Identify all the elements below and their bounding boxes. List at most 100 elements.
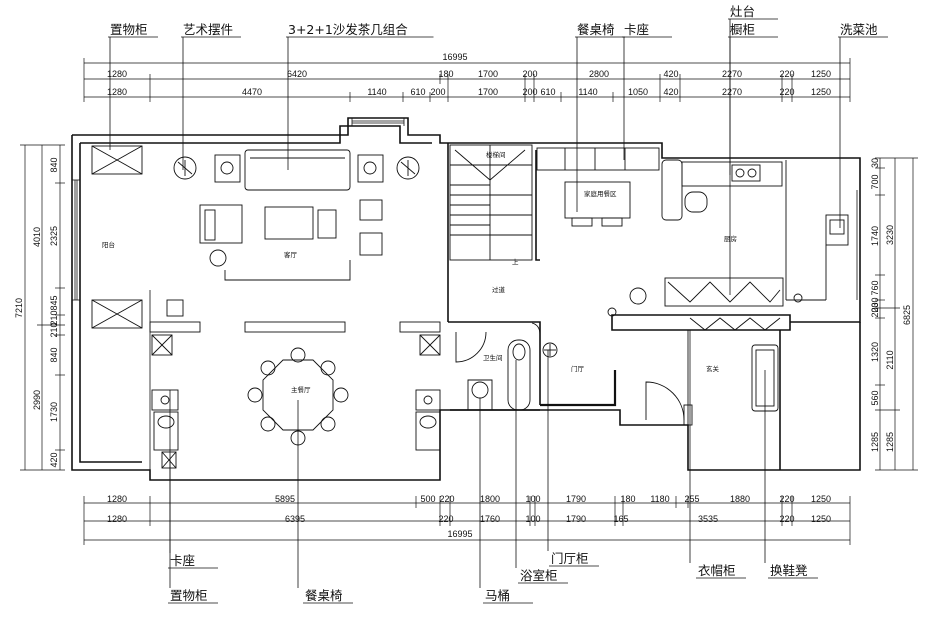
- dim-value: 2270: [722, 87, 742, 97]
- label-coat-cabinet: 衣帽柜: [698, 563, 736, 578]
- furniture: [91, 144, 849, 469]
- dim-value: 30: [870, 158, 880, 168]
- dim-value: 1050: [628, 87, 648, 97]
- dim-value: 840: [49, 157, 59, 172]
- dim-value: 220: [779, 87, 794, 97]
- dim-value: 220: [438, 514, 453, 524]
- label-foyer-cabinet: 门厅柜: [551, 551, 589, 566]
- dim-value: 2990: [32, 390, 42, 410]
- room-living: 客厅: [284, 250, 298, 259]
- dim-value: 4010: [32, 227, 42, 247]
- dim-total-top: 16995: [442, 52, 467, 62]
- dim-value: 100: [525, 514, 540, 524]
- dim-value: 1140: [367, 87, 386, 97]
- label-booth-seat-top: 卡座: [624, 22, 649, 37]
- windows: [72, 118, 861, 470]
- dim-value: 610: [410, 87, 425, 97]
- label-sofa-set: 3+2+1沙发茶几组合: [288, 22, 408, 37]
- dim-left-total: 7210: [14, 298, 24, 318]
- dim-value: 1280: [107, 69, 127, 79]
- dim-value: 1250: [811, 87, 831, 97]
- room-kitchen: 厨房: [724, 234, 737, 243]
- dim-value: 2270: [722, 69, 742, 79]
- dim-value: 560: [870, 390, 880, 405]
- label-sink: 洗菜池: [840, 22, 878, 37]
- dim-value: 1280: [107, 87, 127, 97]
- dim-value: 2110: [885, 350, 895, 369]
- label-storage-cabinet-top: 置物柜: [110, 22, 148, 37]
- label-cupboard: 橱柜: [730, 22, 755, 37]
- dim-value: 1140: [578, 87, 597, 97]
- dim-value: 6395: [285, 514, 305, 524]
- label-storage-cabinet-bottom: 置物柜: [170, 588, 208, 603]
- dim-value: 1800: [480, 494, 500, 504]
- side-dimensions: [20, 144, 918, 471]
- label-dining-chair-top: 餐桌椅: [577, 22, 615, 37]
- dim-value: 420: [49, 452, 59, 467]
- room-balcony: 阳台: [102, 240, 115, 249]
- label-bath-cabinet: 浴室柜: [520, 568, 558, 583]
- dim-value: 1285: [870, 432, 880, 452]
- dim-value: 2325: [49, 226, 59, 246]
- label-dining-chair-bottom: 餐桌椅: [305, 588, 343, 603]
- room-stair: 楼梯间: [486, 150, 506, 159]
- room-foyer: 门厅: [571, 364, 585, 373]
- dim-value: 1285: [885, 432, 895, 452]
- label-art-decor: 艺术摆件: [183, 22, 233, 37]
- dim-value: 700: [870, 174, 880, 189]
- dim-value: 1250: [811, 69, 831, 79]
- dim-value: 1280: [107, 514, 127, 524]
- dim-value: 500: [420, 494, 435, 504]
- dim-value: 220: [439, 494, 454, 504]
- dim-value: 1280: [107, 494, 127, 504]
- label-toilet: 马桶: [485, 588, 510, 603]
- dim-value: 760: [870, 280, 880, 295]
- dim-value: 4470: [242, 87, 262, 97]
- dim-value: 1730: [49, 402, 59, 422]
- dim-value: 1880: [730, 494, 750, 504]
- dim-value: 6420: [287, 69, 307, 79]
- dim-value: 100: [525, 494, 540, 504]
- dim-right-total: 6825: [902, 305, 912, 325]
- walls: [71, 117, 861, 481]
- room-family-dining: 家庭用餐区: [584, 189, 617, 198]
- dim-value: 5895: [275, 494, 295, 504]
- dim-value: 255: [684, 494, 699, 504]
- dim-value: 420: [663, 87, 678, 97]
- dim-value: 200: [522, 87, 537, 97]
- dim-value: 1250: [811, 514, 831, 524]
- room-entrance: 玄关: [706, 364, 720, 373]
- dim-value: 210: [49, 322, 59, 337]
- dim-value: 200: [430, 87, 445, 97]
- label-stove: 灶台: [730, 4, 755, 19]
- leader-lines: [108, 18, 888, 604]
- dim-value: 1180: [650, 494, 669, 504]
- room-bathroom: 卫生间: [483, 353, 503, 362]
- dim-value: 1700: [478, 87, 498, 97]
- bottom-dimensions: [83, 496, 851, 545]
- dim-value: 230: [870, 297, 880, 312]
- dim-value: 845: [49, 295, 59, 310]
- dim-value: 210: [49, 310, 59, 325]
- dim-value: 1320: [870, 342, 880, 362]
- dim-value: 165: [613, 514, 628, 524]
- dim-value: 610: [540, 87, 555, 97]
- top-dimensions: [83, 58, 851, 102]
- dim-value: 1790: [566, 494, 586, 504]
- label-shoe-bench: 换鞋凳: [770, 563, 808, 578]
- dim-value: 220: [779, 494, 794, 504]
- label-booth-seat-bottom: 卡座: [170, 553, 195, 568]
- dim-value: 1250: [811, 494, 831, 504]
- stair-up: 上: [512, 257, 519, 266]
- dim-value: 200: [870, 302, 880, 317]
- dim-value: 1700: [478, 69, 498, 79]
- room-labels: 阳台 客厅 楼梯间 家庭用餐区 厨房 过道 上 主餐厅 卫生间 门厅 玄关: [102, 150, 737, 394]
- dim-value: 3535: [698, 514, 718, 524]
- dim-value: 180: [438, 69, 453, 79]
- dim-value: 1790: [566, 514, 586, 524]
- dim-value: 3230: [885, 225, 895, 245]
- dim-value: 840: [49, 347, 59, 362]
